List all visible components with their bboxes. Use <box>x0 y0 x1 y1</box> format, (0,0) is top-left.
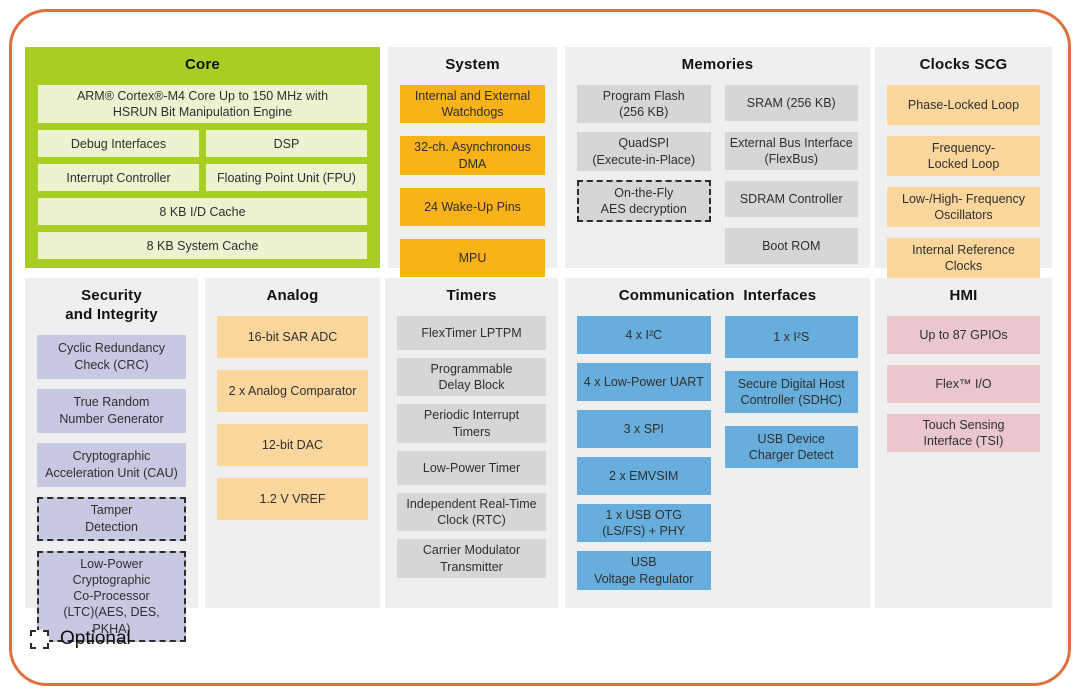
block-comm-0-0: 4 x I²C <box>577 315 711 354</box>
block-system-0-0: Internal and External Watchdogs <box>400 84 545 124</box>
section-title-timers: Timers <box>446 287 497 304</box>
block-memories-1-2: SDRAM Controller <box>724 181 858 218</box>
block-timers-0-1: Programmable Delay Block <box>397 357 546 397</box>
block-system-0-2: 24 Wake-Up Pins <box>400 187 545 226</box>
block-memories-0-1: QuadSPI (Execute-in-Place) <box>577 132 711 171</box>
block-timers-0-4: Independent Real-Time Clock (RTC) <box>397 492 546 532</box>
section-analog: Analog 16-bit SAR ADC 2 x Analog Comparato… <box>205 278 380 608</box>
optional-dashed-box-icon <box>30 629 49 649</box>
block-column: Internal and External Watchdogs 32-ch. As… <box>400 84 545 277</box>
block-row: ARM® Cortex®-M4 Core Up to 150 MHz with … <box>38 84 367 124</box>
block-core-1-1: DSP <box>206 130 367 158</box>
section-title-comm: Communication Interfaces <box>618 287 817 304</box>
section-title-memories: Memories <box>681 56 754 73</box>
block-security-0-4: Low-Power Cryptographic Co-Processor (LT… <box>37 550 186 642</box>
block-hmi-0-2: Touch Sensing Interface (TSI) <box>887 413 1040 453</box>
block-row: 8 KB I/D Cache <box>38 198 367 226</box>
block-clocks-0-3: Internal Reference Clocks <box>887 237 1040 278</box>
block-comm-1-0: 1 x I²S <box>724 315 858 358</box>
block-analog-0-1: 2 x Analog Comparator <box>217 369 368 412</box>
block-core-2-0: Interrupt Controller <box>38 164 199 192</box>
block-column: 1 x I²S Secure Digital Host Controller (S… <box>724 315 858 590</box>
block-hmi-0-1: Flex™ I/O <box>887 364 1040 403</box>
block-memories-1-0: SRAM (256 KB) <box>724 84 858 121</box>
block-security-0-3: Tamper Detection <box>37 496 186 541</box>
legend-label: Optional <box>60 628 131 649</box>
block-security-0-2: Cryptographic Acceleration Unit (CAU) <box>37 442 186 487</box>
block-comm-0-1: 4 x Low-Power UART <box>577 362 711 401</box>
block-timers-0-3: Low-Power Timer <box>397 450 546 485</box>
section-title-system: System <box>445 56 500 73</box>
block-hmi-0-0: Up to 87 GPIOs <box>887 315 1040 354</box>
block-memories-0-2: On-the-Fly AES decryption <box>577 179 711 223</box>
block-comm-1-2: USB Device Charger Detect <box>724 425 858 468</box>
section-title-hmi: HMI <box>949 287 978 304</box>
block-comm-0-3: 2 x EMVSIM <box>577 456 711 495</box>
section-title-analog: Analog <box>266 287 319 304</box>
section-title-security: Security and Integrity <box>65 287 158 323</box>
block-system-0-1: 32-ch. Asynchronous DMA <box>400 136 545 175</box>
block-clocks-0-0: Phase-Locked Loop <box>887 84 1040 125</box>
block-core-0-0: ARM® Cortex®-M4 Core Up to 150 MHz with … <box>38 84 367 124</box>
block-security-0-0: Cyclic Redundancy Check (CRC) <box>37 334 186 379</box>
block-core-1-0: Debug Interfaces <box>38 130 199 158</box>
block-comm-0-4: 1 x USB OTG (LS/FS) + PHY <box>577 503 711 543</box>
block-analog-0-2: 12-bit DAC <box>217 423 368 466</box>
section-title-core: Core <box>185 56 220 73</box>
block-timers-0-2: Periodic Interrupt Timers <box>397 404 546 443</box>
block-memories-1-3: Boot ROM <box>724 228 858 265</box>
block-core-3-0: 8 KB I/D Cache <box>38 198 367 226</box>
block-memories-1-1: External Bus Interface (FlexBus) <box>724 131 858 171</box>
block-row: 8 KB System Cache <box>38 232 367 260</box>
block-column: SRAM (256 KB) External Bus Interface (Fle… <box>724 84 858 265</box>
section-title-clocks: Clocks SCG <box>919 56 1008 73</box>
section-comm: Communication Interfaces 4 x I²C 4 x Low-P… <box>565 278 870 608</box>
block-column: Cyclic Redundancy Check (CRC) True Random… <box>37 334 186 642</box>
block-column: 16-bit SAR ADC 2 x Analog Comparator 12-bi… <box>217 315 368 520</box>
block-column: 4 x I²C 4 x Low-Power UART 3 x SPI 2 x EMVS… <box>577 315 711 590</box>
legend: Optional <box>30 628 131 650</box>
block-core-4-0: 8 KB System Cache <box>38 232 367 260</box>
block-memories-0-0: Program Flash (256 KB) <box>577 84 711 124</box>
block-clocks-0-1: Frequency- Locked Loop <box>887 135 1040 176</box>
block-comm-1-1: Secure Digital Host Controller (SDHC) <box>724 370 858 413</box>
block-column: Program Flash (256 KB) QuadSPI (Execute-i… <box>577 84 711 265</box>
block-system-0-3: MPU <box>400 238 545 277</box>
block-core-2-1: Floating Point Unit (FPU) <box>206 164 367 192</box>
block-clocks-0-2: Low-/High- Frequency Oscillators <box>887 186 1040 227</box>
block-analog-0-3: 1.2 V VREF <box>217 477 368 520</box>
block-timers-0-5: Carrier Modulator Transmitter <box>397 539 546 578</box>
block-comm-0-5: USB Voltage Regulator <box>577 551 711 590</box>
block-security-0-1: True Random Number Generator <box>37 388 186 433</box>
block-timers-0-0: FlexTimer LPTPM <box>397 315 546 350</box>
block-comm-0-2: 3 x SPI <box>577 409 711 448</box>
block-analog-0-0: 16-bit SAR ADC <box>217 315 368 358</box>
